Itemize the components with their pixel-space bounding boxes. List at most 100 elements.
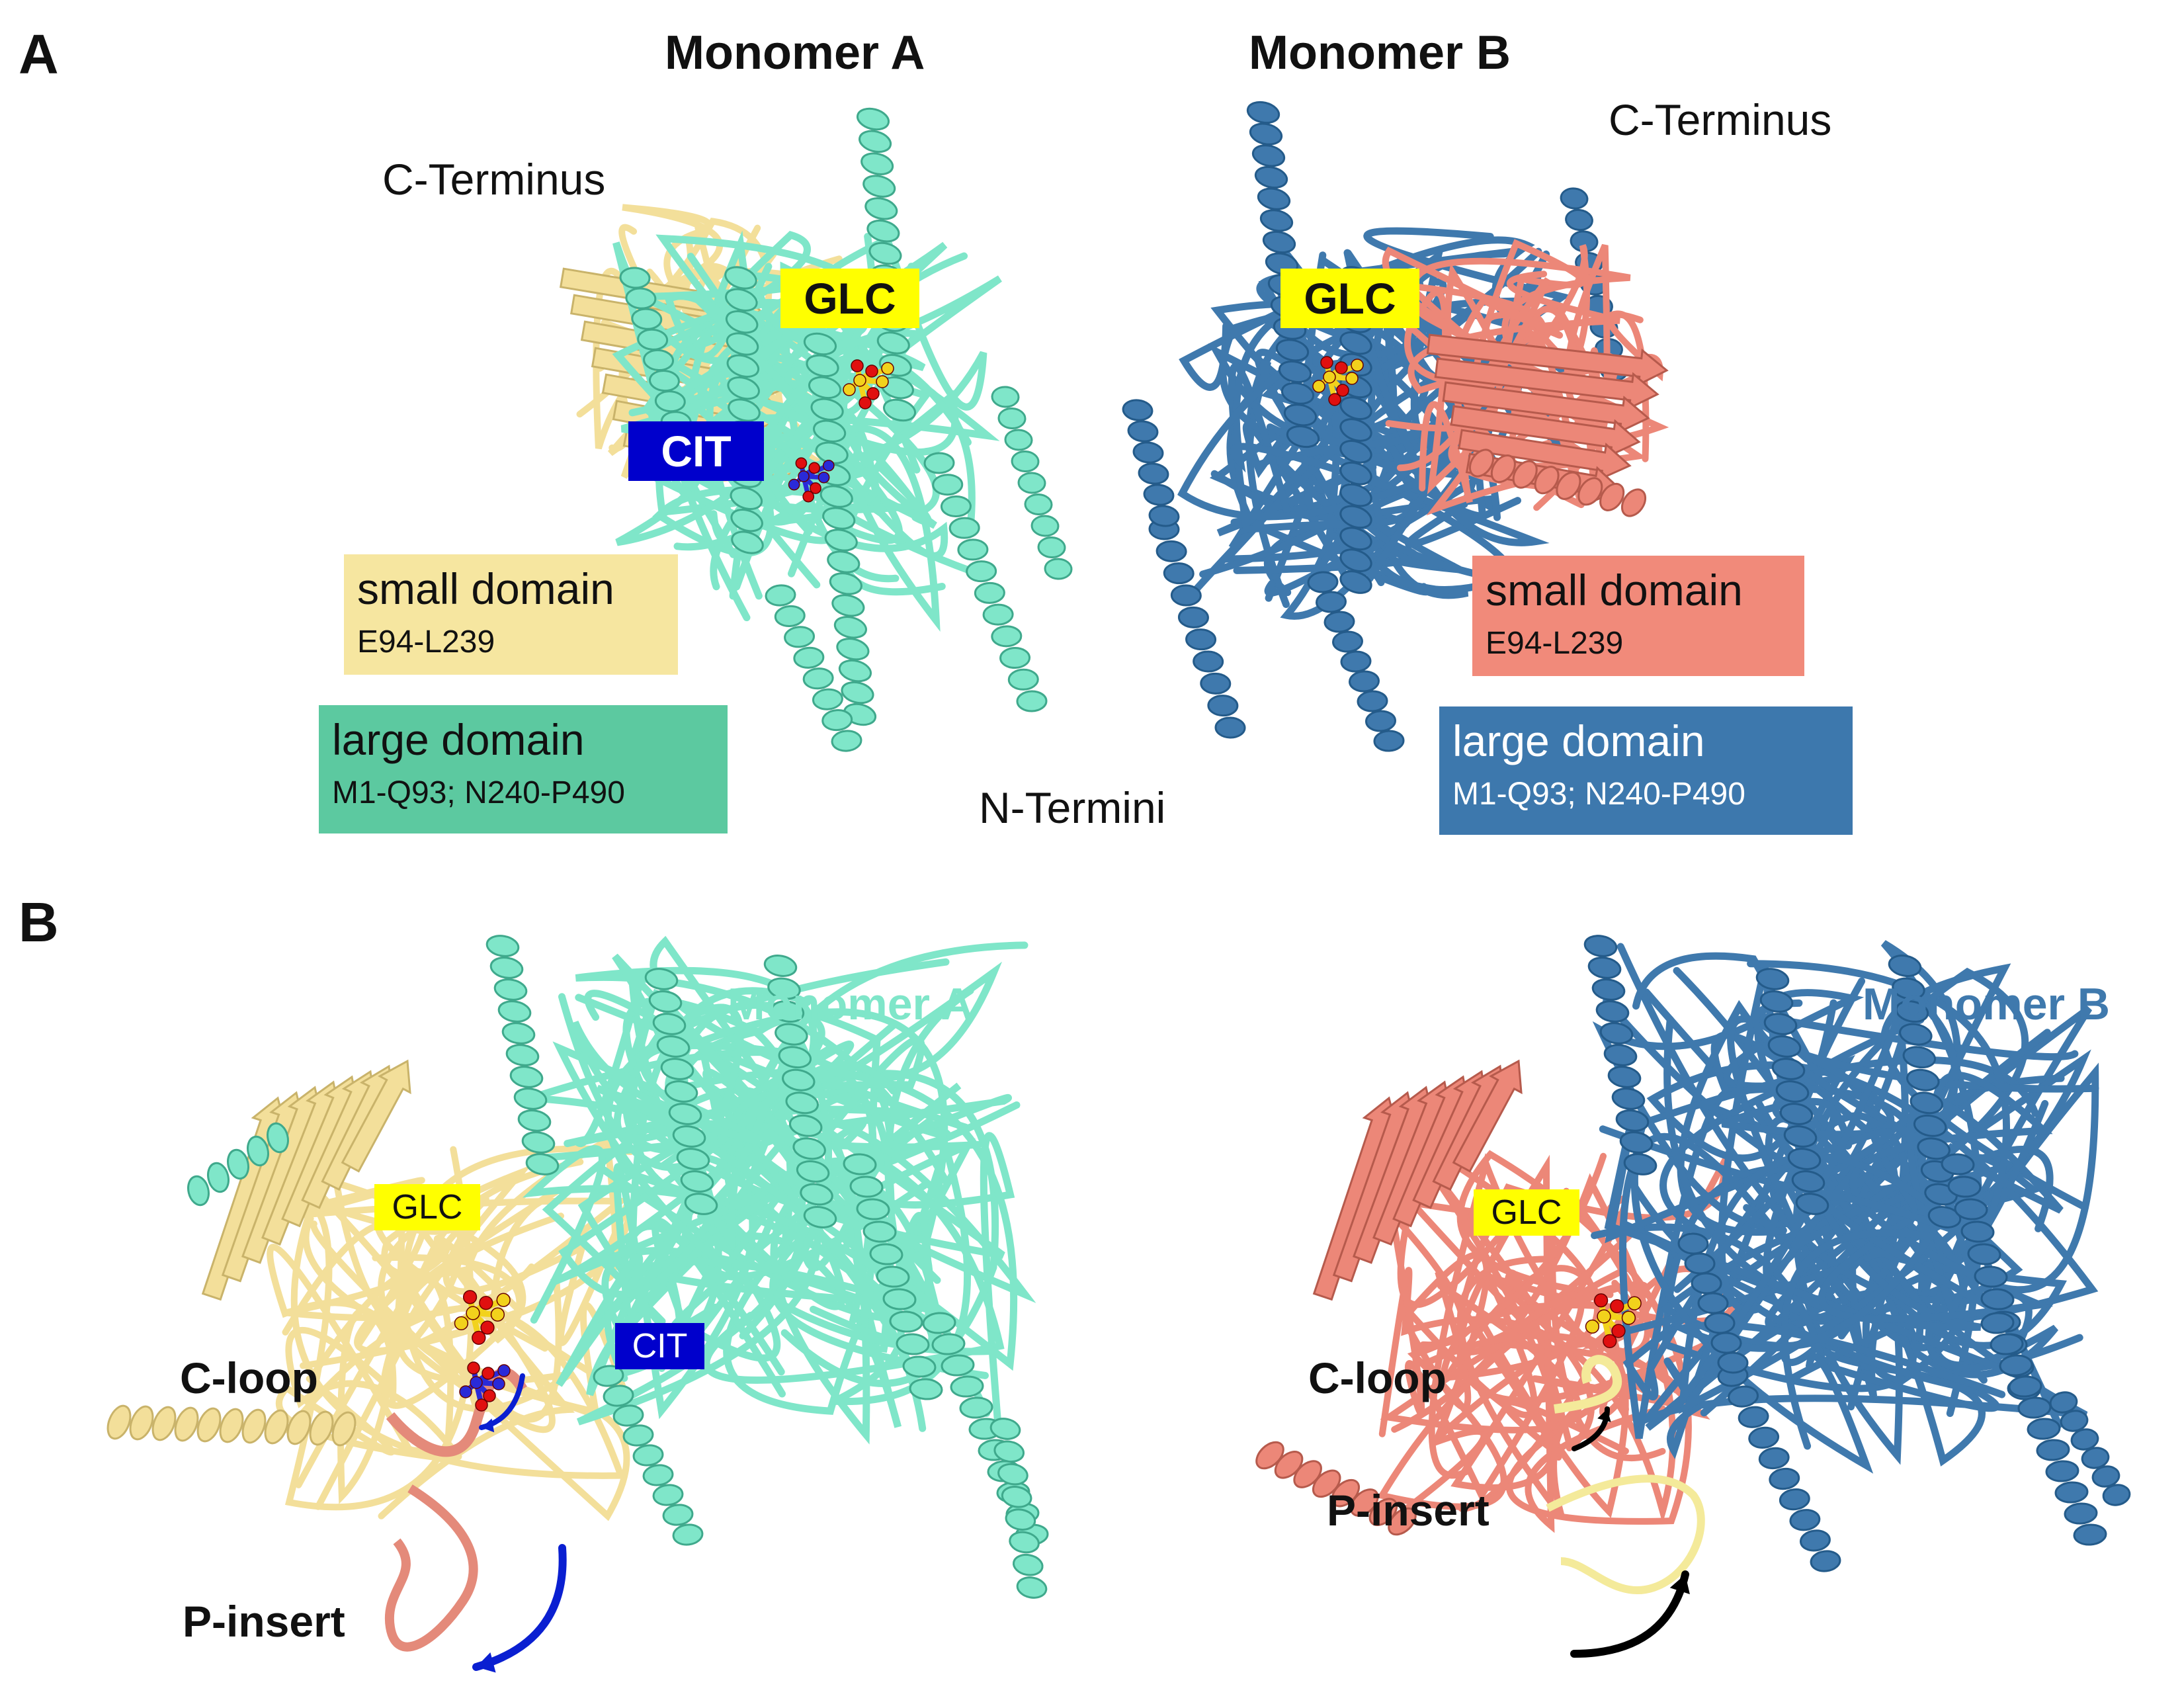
molecule-atom bbox=[482, 1367, 495, 1380]
helix-segment bbox=[824, 529, 858, 552]
helix-segment bbox=[730, 509, 763, 533]
helix-segment bbox=[923, 452, 955, 474]
n-termini-label: N-Termini bbox=[979, 783, 1166, 832]
molecule-atom bbox=[1351, 359, 1364, 372]
helix-segment bbox=[1954, 1198, 1988, 1220]
helix-segment bbox=[1587, 957, 1622, 979]
molecule-atom bbox=[788, 478, 800, 491]
helix-segment bbox=[1899, 1023, 1933, 1046]
helix-segment bbox=[1748, 1426, 1780, 1449]
molecule-atom bbox=[470, 1376, 483, 1389]
small-domain-box-b: small domain E94-L239 bbox=[1472, 556, 1804, 676]
helix-segment bbox=[619, 267, 651, 289]
molecule-atom bbox=[859, 396, 872, 409]
molecule-atom bbox=[1610, 1299, 1624, 1314]
helix-segment bbox=[1357, 690, 1388, 712]
helix-segment bbox=[1339, 418, 1372, 442]
coil-segment bbox=[1387, 1203, 1585, 1502]
helix-segment bbox=[525, 1153, 560, 1175]
helix-segment bbox=[1177, 606, 1209, 628]
helix-segment bbox=[1787, 1148, 1822, 1170]
helix-segment bbox=[264, 1409, 289, 1445]
helix-segment bbox=[931, 1333, 966, 1355]
glc-label-b: GLC bbox=[1280, 269, 1419, 328]
p-insert-ribbon-b bbox=[1546, 1474, 1705, 1595]
helix-segment bbox=[106, 1404, 132, 1440]
glc-label-b-panel-a: GLC bbox=[374, 1184, 480, 1230]
helix-segment bbox=[2091, 1465, 2120, 1488]
helix-segment bbox=[796, 1160, 830, 1183]
helix-segment bbox=[991, 625, 1023, 648]
helix-segment bbox=[1274, 1451, 1304, 1479]
large-domain-box-b: large domain M1-Q93; N240-P490 bbox=[1439, 706, 1853, 835]
helix-segment bbox=[1185, 628, 1217, 651]
helix-segment bbox=[876, 331, 910, 355]
helix-segment bbox=[1763, 1013, 1798, 1035]
helix-segment bbox=[902, 1355, 937, 1378]
molecule-atom bbox=[1585, 1319, 1600, 1334]
helix-segment bbox=[856, 107, 890, 131]
p-insert-arrow-a bbox=[472, 1544, 567, 1671]
helix-segment bbox=[860, 152, 894, 175]
molecule-atom bbox=[1323, 370, 1336, 384]
helix-segment bbox=[1591, 978, 1626, 1001]
helix-segment bbox=[1249, 122, 1283, 146]
molecule-atom bbox=[454, 1316, 469, 1331]
helix-segment bbox=[882, 1288, 917, 1310]
helix-segment bbox=[1710, 1332, 1742, 1354]
helix-segment bbox=[1349, 670, 1380, 693]
helix-segment bbox=[1767, 1035, 1802, 1058]
helix-segment bbox=[521, 1131, 556, 1154]
helix-segment bbox=[1251, 144, 1286, 167]
helix-segment bbox=[680, 1170, 714, 1193]
helix-segment bbox=[838, 659, 872, 683]
helix-segment bbox=[1895, 1000, 1929, 1023]
helix-segment bbox=[632, 1444, 664, 1467]
helix-segment bbox=[859, 130, 892, 153]
helix-segment bbox=[648, 370, 680, 392]
coil-segment bbox=[564, 1041, 866, 1362]
helix-segment bbox=[151, 1406, 177, 1441]
helix-segment bbox=[909, 1378, 943, 1400]
coil-segment bbox=[1376, 1152, 1634, 1510]
helix-segment bbox=[725, 310, 759, 334]
c-loop-label-a: C-loop bbox=[180, 1353, 318, 1402]
helix-segment bbox=[813, 419, 847, 443]
helix-segment bbox=[219, 1408, 244, 1443]
helix-segment bbox=[793, 646, 825, 669]
molecule-atom bbox=[1611, 1324, 1626, 1338]
helix-segment bbox=[241, 1408, 267, 1444]
helix-segment bbox=[1775, 1080, 1810, 1103]
helix-segment bbox=[950, 1375, 984, 1398]
helix-segment bbox=[1620, 488, 1647, 517]
helix-segment bbox=[1339, 570, 1372, 594]
helix-segment bbox=[497, 1000, 532, 1023]
helix-segment bbox=[1534, 466, 1560, 495]
helix-segment bbox=[763, 955, 798, 977]
coil-segment bbox=[1380, 1283, 1638, 1433]
helix-segment bbox=[1595, 1000, 1630, 1023]
helix-segment bbox=[662, 1504, 694, 1526]
helix-segment bbox=[1941, 1153, 1975, 1175]
helix-segment bbox=[656, 1035, 691, 1058]
helix-segment bbox=[1603, 1044, 1638, 1066]
coil-segment bbox=[1671, 1229, 2006, 1450]
helix-segment bbox=[941, 1354, 975, 1377]
helix-segment bbox=[1565, 208, 1593, 232]
helix-segment bbox=[726, 354, 760, 378]
helix-segment bbox=[1323, 611, 1355, 633]
p-insert-arrow-a-head bbox=[476, 1652, 496, 1673]
molecule-atom bbox=[1621, 1310, 1636, 1325]
helix-segment bbox=[1795, 1193, 1829, 1215]
helix-segment bbox=[2036, 1439, 2070, 1461]
helix-segment bbox=[771, 1000, 805, 1023]
helix-segment bbox=[829, 572, 862, 595]
helix-segment bbox=[1316, 591, 1347, 613]
large-domain-a-range: M1-Q93; N240-P490 bbox=[332, 775, 625, 810]
coil-segment bbox=[552, 1041, 998, 1432]
helix-segment bbox=[1339, 527, 1372, 551]
helix-segment bbox=[725, 288, 758, 312]
helix-segment bbox=[864, 197, 898, 220]
molecule-atom bbox=[480, 1320, 495, 1335]
helix-segment bbox=[1207, 695, 1239, 717]
